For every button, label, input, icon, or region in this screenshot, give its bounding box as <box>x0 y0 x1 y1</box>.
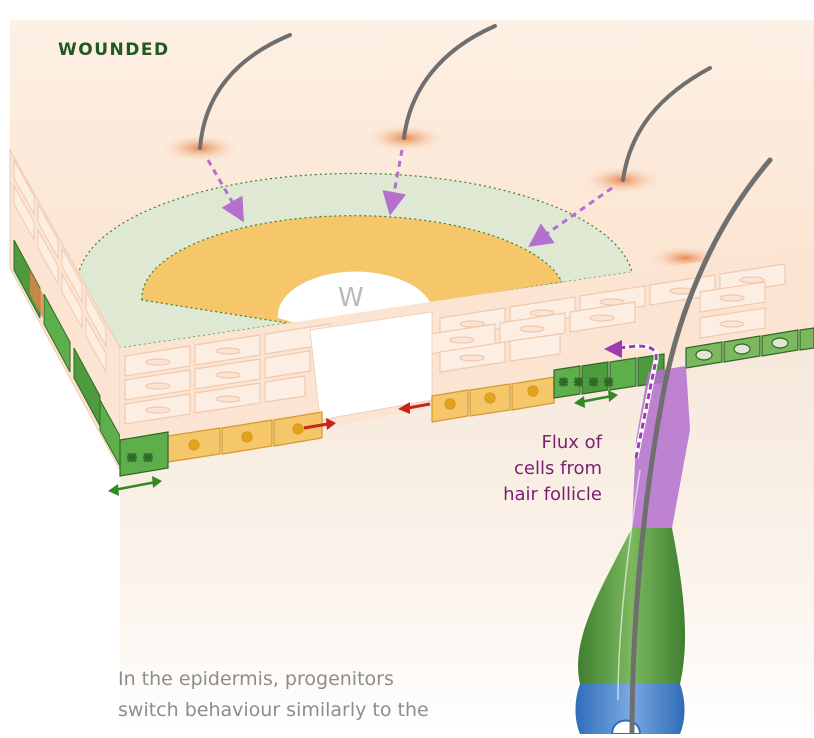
panel-title: WOUNDED <box>58 40 170 60</box>
flux-label: Flux of cells from hair follicle <box>442 430 602 508</box>
wound-label: W <box>338 283 364 313</box>
flux-label-line: hair follicle <box>442 482 602 508</box>
caption-line: switch behaviour similarly to the <box>118 695 558 726</box>
caption-line: In the epidermis, progenitors <box>118 664 558 695</box>
svg-text:⋇ ⋇: ⋇ ⋇ <box>126 450 154 466</box>
svg-text:⋇ ⋇ ⋇ ⋇: ⋇ ⋇ ⋇ ⋇ <box>558 375 614 390</box>
progenitor-cells-left: ⋇ ⋇ <box>120 432 168 476</box>
flux-label-line: cells from <box>442 456 602 482</box>
caption-text: In the epidermis, progenitors switch beh… <box>118 664 558 726</box>
flux-label-line: Flux of <box>442 430 602 456</box>
